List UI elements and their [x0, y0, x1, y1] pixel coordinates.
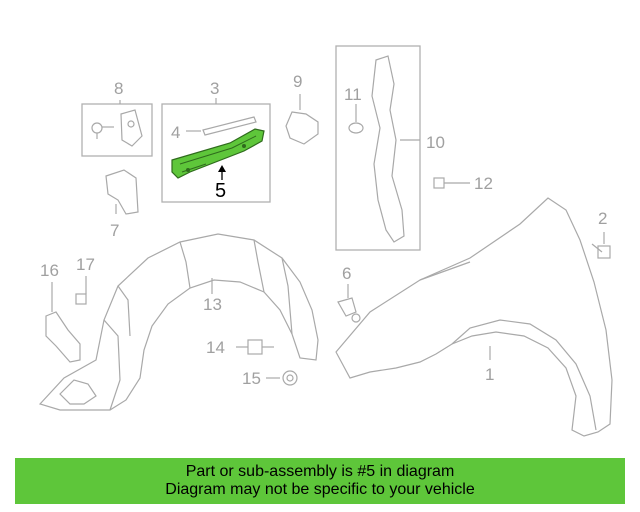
callout-15: 15 [242, 369, 261, 388]
callout-6: 6 [342, 264, 352, 283]
callout-7: 7 [110, 221, 120, 240]
callout-9: 9 [293, 72, 303, 91]
callout-17: 17 [76, 255, 95, 274]
part-4-strip [202, 116, 257, 136]
part-15-clip [266, 370, 298, 386]
part-12-bolt [433, 177, 470, 189]
info-banner: Part or sub-assembly is #5 in diagram Di… [15, 458, 625, 504]
banner-line-1: Part or sub-assembly is #5 in diagram [185, 463, 455, 480]
callout-8: 8 [114, 79, 124, 98]
callout-12: 12 [474, 174, 493, 193]
callout-3: 3 [210, 79, 220, 98]
part-16-bracket [45, 282, 81, 363]
part-17-bolt [75, 276, 87, 305]
part-2-bolt [591, 232, 611, 259]
part-7-bracket [105, 169, 139, 215]
part-14-bolt [236, 339, 274, 355]
callout-1: 1 [485, 365, 495, 384]
part-9-bracket [285, 111, 319, 145]
part-11-clip [348, 104, 364, 134]
callout-5: 5 [215, 180, 227, 202]
callout-10: 10 [426, 133, 445, 152]
callout-11: 11 [344, 85, 362, 104]
part-10-box [335, 45, 421, 251]
parts-diagram [38, 45, 613, 437]
callout-13: 13 [203, 295, 222, 314]
part-5-highlighted [171, 128, 265, 179]
callout-2: 2 [598, 209, 608, 228]
callout-14: 14 [206, 338, 225, 357]
callout-4: 4 [171, 123, 181, 142]
part-13-fender-liner [38, 233, 319, 411]
banner-line-2: Diagram may not be specific to your vehi… [165, 481, 475, 498]
part-10-panel [371, 55, 405, 243]
part-1-fender [335, 197, 613, 437]
part-8-box [81, 103, 153, 157]
part-6-clip [337, 284, 361, 323]
callout-16: 16 [40, 261, 59, 280]
part-8-clip [91, 109, 143, 147]
